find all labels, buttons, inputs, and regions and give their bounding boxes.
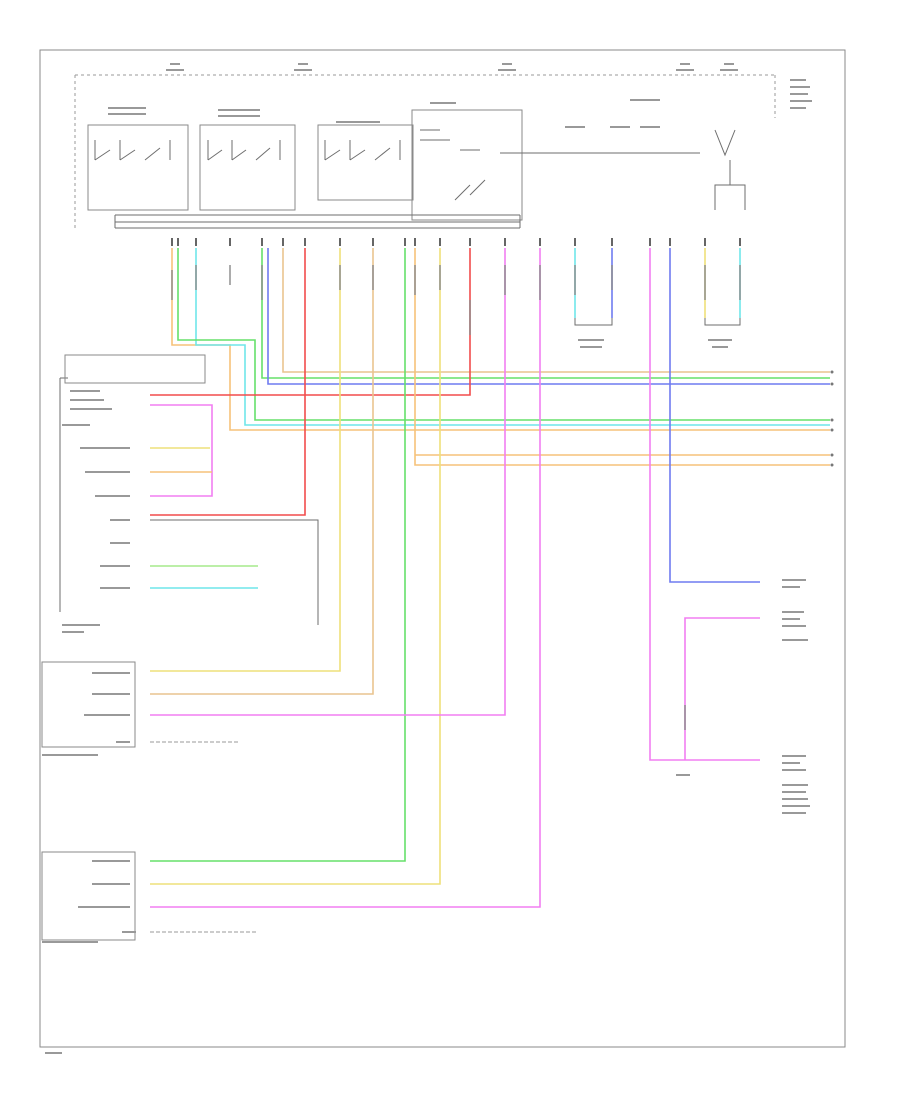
wire-pink-4 [649, 248, 760, 761]
wire-pink-2 [150, 248, 541, 908]
wire-red-2 [150, 248, 471, 396]
right-terminals [830, 370, 834, 467]
diagram-frame [39, 49, 846, 1048]
wire-green-2 [261, 248, 830, 379]
fuse-label [294, 63, 312, 71]
fuse-label [790, 79, 812, 109]
wire-pink-5 [684, 617, 760, 760]
fuse-label [166, 63, 184, 71]
passenger-door-module [41, 851, 136, 943]
wire-pink [150, 248, 506, 716]
wire-yellow-2 [150, 248, 441, 885]
right-door-lock-motor [704, 318, 741, 348]
wire-color-labels [171, 265, 741, 730]
door-lock-switch-center [199, 109, 296, 211]
bus-bars [114, 214, 521, 229]
door-lock-switch-left [87, 107, 189, 211]
wire-green [177, 248, 830, 421]
interior-fuse-right [714, 129, 746, 210]
right-device-labels [782, 579, 810, 814]
wire-cyan [195, 248, 830, 426]
hall-sensor-block [500, 99, 700, 154]
wire-black-ground [150, 519, 319, 625]
wire-blue-2 [669, 248, 760, 583]
fuse-label [720, 63, 738, 71]
door-lock-switch-right [317, 121, 414, 201]
wire-runs [150, 248, 830, 933]
top-fuse-labels [166, 63, 812, 109]
fuse-label [676, 63, 694, 71]
fuse-label [498, 63, 516, 71]
wire-pink-3 [150, 404, 213, 497]
wire-blue [267, 248, 830, 385]
left-door-lock-motor [574, 318, 613, 348]
relay-module [411, 102, 523, 221]
driver-door-module [41, 661, 136, 756]
wire-tan [282, 248, 830, 373]
wire-orange-2 [414, 248, 830, 466]
wire-tan-2 [150, 248, 374, 695]
power-distribution-box [74, 74, 776, 230]
wire-green-3 [150, 248, 406, 862]
wire-yellow [150, 248, 341, 672]
connector-stubs [171, 238, 741, 246]
wire-red [150, 248, 306, 516]
master-window-switch [59, 354, 206, 633]
